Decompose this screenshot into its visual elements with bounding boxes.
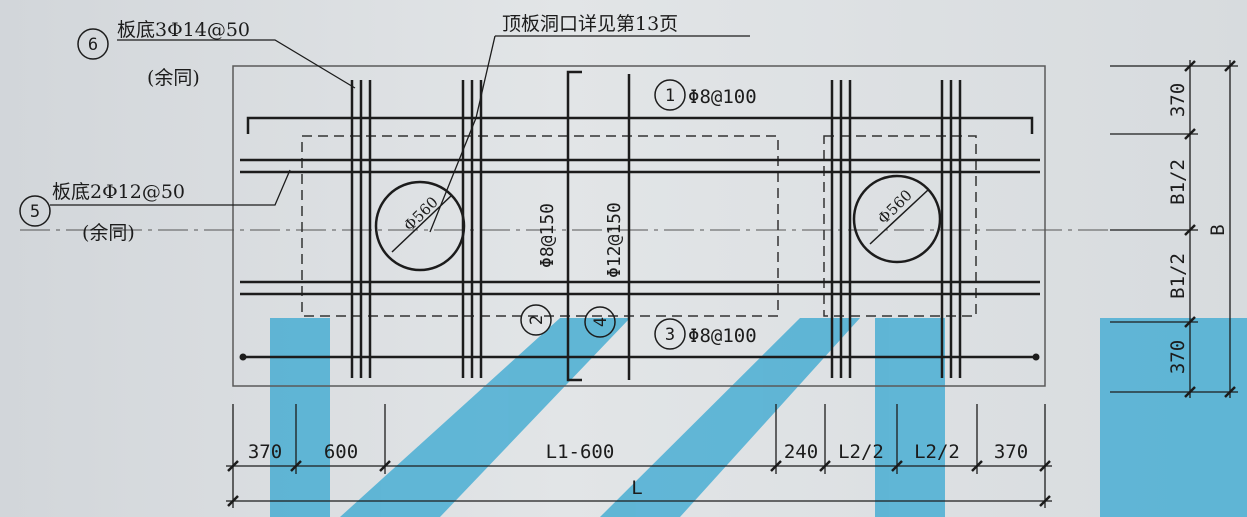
dim-v-3: 370 <box>1167 340 1189 374</box>
hole-left <box>374 180 466 272</box>
v-total-tick-1 <box>1224 386 1236 398</box>
bottom-bar-end-right <box>1032 353 1040 361</box>
bar6-note: (余同) <box>147 67 200 89</box>
v-tick-2 <box>1184 224 1196 236</box>
bar4-label: Φ12@150 <box>604 202 625 278</box>
dim-h-total: L <box>631 477 642 499</box>
marker-2-circle <box>520 304 552 336</box>
watermark-bar-3 <box>1100 318 1247 517</box>
marker-numbers: 6 5 1 3 2 4 <box>30 35 675 345</box>
dashed-opening-left <box>301 135 779 317</box>
marker-2: 2 <box>527 315 547 325</box>
v-total-tick-0 <box>1224 60 1236 72</box>
horizontal-bars <box>240 158 1040 296</box>
v-tick-0 <box>1184 60 1196 72</box>
bracket-bar-2 <box>566 70 582 382</box>
watermark-shapes <box>270 318 1247 517</box>
dashed-opening-right <box>823 135 977 317</box>
marker-6: 6 <box>88 35 98 55</box>
h-total-tick-0 <box>227 495 239 507</box>
marker-1: 1 <box>665 86 675 106</box>
bottom-bar-end-left <box>239 353 247 361</box>
h-tick-4 <box>819 460 831 472</box>
h-tick-3 <box>770 460 782 472</box>
bar6-label: 板底3Φ14@50 <box>117 19 250 41</box>
marker-4-circle <box>584 306 616 338</box>
leader-lines <box>50 35 750 233</box>
dim-h-3: 240 <box>784 441 818 463</box>
watermark-bar-2 <box>875 318 945 517</box>
dim-h-4: L2/2 <box>838 441 884 463</box>
watermark-slash-2 <box>600 318 860 517</box>
marker-circles <box>19 28 686 350</box>
h-tick-6 <box>971 460 983 472</box>
vertical-dimension-labels: 370 B1/2 B1/2 370 B <box>1167 83 1229 374</box>
marker-1-circle <box>654 79 686 111</box>
marker-5-circle <box>19 195 51 227</box>
hole-right <box>852 174 942 264</box>
hole-right-diameter-line <box>869 189 929 245</box>
bar1-label: Φ8@100 <box>688 86 757 108</box>
h-tick-0 <box>227 460 239 472</box>
slab-outline <box>232 65 1046 387</box>
dim-v-1: B1/2 <box>1167 159 1189 205</box>
dim-h-2: L1-600 <box>546 441 615 463</box>
marker-4: 4 <box>591 317 611 327</box>
dim-v-0: 370 <box>1167 83 1189 117</box>
marker-5: 5 <box>30 202 40 222</box>
marker-6-circle <box>77 28 109 60</box>
h-tick-2 <box>379 460 391 472</box>
dim-h-0: 370 <box>248 441 282 463</box>
v-tick-1 <box>1184 128 1196 140</box>
h-total-tick-1 <box>1039 495 1051 507</box>
dim-h-1: 600 <box>324 441 358 463</box>
horizontal-dimension-ticks <box>227 460 1051 507</box>
bar5-note: (余同) <box>82 222 135 244</box>
top-slab-note: 顶板洞口详见第13页 <box>502 13 678 35</box>
h-tick-5 <box>891 460 903 472</box>
marker-3-circle <box>654 318 686 350</box>
marker-3: 3 <box>665 325 675 345</box>
h-tick-1 <box>290 460 302 472</box>
leader-6 <box>117 39 356 89</box>
watermark-slash-1 <box>340 318 630 517</box>
h-tick-7 <box>1039 460 1051 472</box>
v-tick-3 <box>1184 316 1196 328</box>
watermark-bar-1 <box>270 318 330 517</box>
vertical-bars <box>350 74 962 380</box>
leader-5 <box>50 169 291 206</box>
dim-v-total: B <box>1207 224 1229 235</box>
dim-h-5: L2/2 <box>914 441 960 463</box>
vertical-dimension-lines <box>1110 60 1238 398</box>
v-tick-4 <box>1184 386 1196 398</box>
dim-h-6: 370 <box>994 441 1028 463</box>
leader-note <box>429 35 496 233</box>
bar3-label: Φ8@100 <box>688 325 757 347</box>
vertical-dimension-ticks <box>1184 60 1236 398</box>
horizontal-dimension-labels: 370 600 L1-600 240 L2/2 L2/2 370 L <box>248 441 1028 499</box>
bar2-label: Φ8@150 <box>537 203 558 268</box>
horizontal-dimension-lines <box>226 404 1052 508</box>
hole-left-diameter-line <box>391 194 453 253</box>
dim-v-2: B1/2 <box>1167 253 1189 299</box>
top-bracket-bar <box>246 116 1034 134</box>
hole-left-label: Φ560 <box>400 193 442 235</box>
bar5-label: 板底2Φ12@50 <box>52 181 185 203</box>
